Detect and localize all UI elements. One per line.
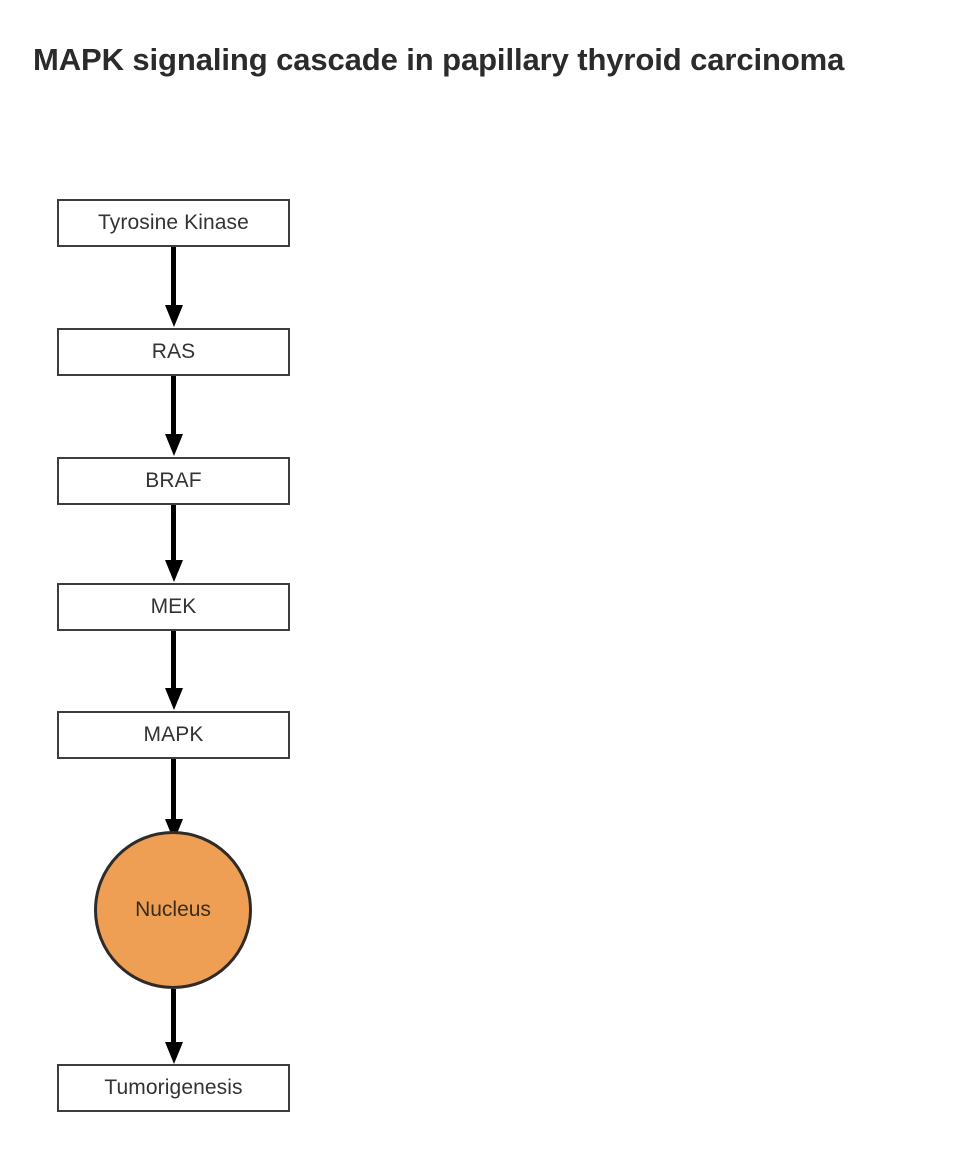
node-ras: RAS [57,328,290,376]
node-mek: MEK [57,583,290,631]
arrow-mek-to-mapk [171,631,176,689]
arrow-braf-to-mek [171,505,176,561]
node-label: BRAF [145,469,202,492]
node-tyrosine-kinase: Tyrosine Kinase [57,199,290,247]
arrow-nucleus-to-tumorigenesis [171,989,176,1043]
node-label: MEK [150,595,197,618]
page-title: MAPK signaling cascade in papillary thyr… [33,42,845,77]
node-label: Nucleus [135,898,211,921]
node-braf: BRAF [57,457,290,505]
node-label: RAS [151,340,196,363]
arrow-tyrosine-kinase-to-ras [171,247,176,306]
node-tumorigenesis: Tumorigenesis [57,1064,290,1112]
arrow-mapk-to-nucleus [171,759,176,820]
arrow-ras-to-braf [171,376,176,435]
node-mapk: MAPK [57,711,290,759]
node-label: Tumorigenesis [104,1076,243,1099]
node-label: Tyrosine Kinase [98,211,249,234]
node-nucleus: Nucleus [94,831,252,989]
node-label: MAPK [143,723,204,746]
